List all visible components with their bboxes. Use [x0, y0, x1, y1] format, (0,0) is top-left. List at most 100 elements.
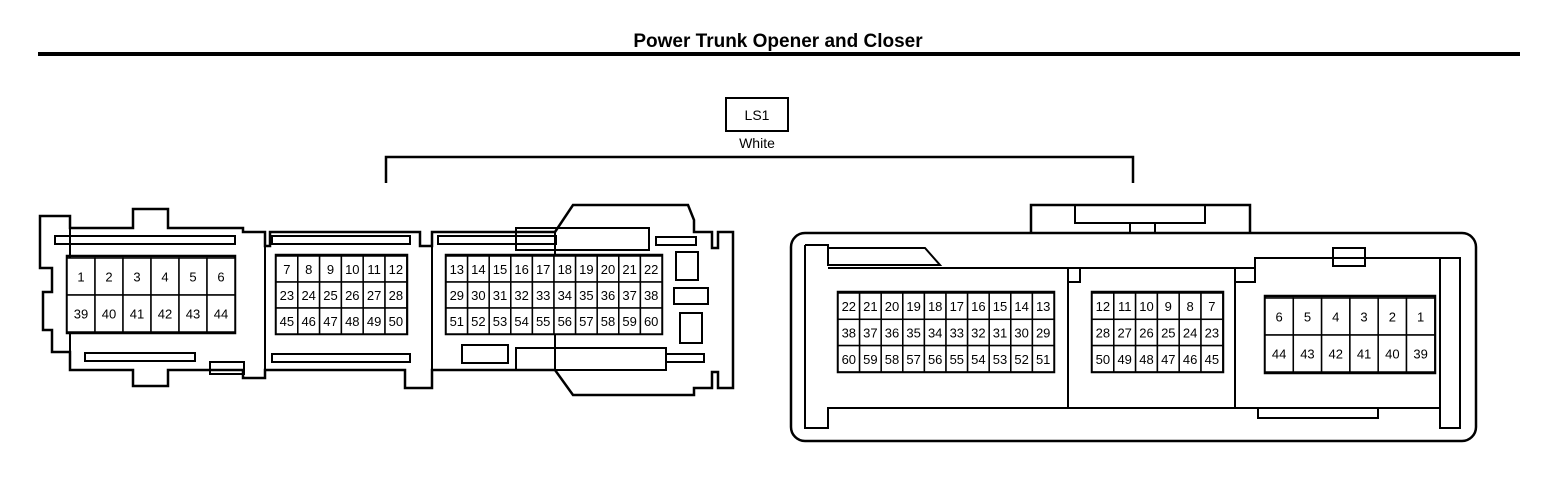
- pin-number: 58: [601, 314, 615, 329]
- pin-number: 12: [389, 262, 403, 277]
- pin-number: 56: [558, 314, 572, 329]
- pin-cell: [1292, 297, 1323, 336]
- pin-number: 54: [514, 314, 528, 329]
- pin-number: 36: [885, 325, 899, 340]
- pin-number: 55: [536, 314, 550, 329]
- pin-cell: [639, 307, 663, 335]
- pin-number: 13: [1036, 299, 1050, 314]
- pin-number: 43: [186, 307, 200, 322]
- pin-number: 23: [1205, 325, 1219, 340]
- pin-number: 20: [885, 299, 899, 314]
- pin-number: 35: [906, 325, 920, 340]
- pin-number: 32: [971, 325, 985, 340]
- pin-number: 37: [863, 325, 877, 340]
- pin-number: 27: [1117, 325, 1131, 340]
- pin-number: 20: [601, 262, 615, 277]
- pin-number: 14: [471, 262, 485, 277]
- pin-number: 46: [1183, 352, 1197, 367]
- pin-number: 23: [280, 288, 294, 303]
- pin-number: 47: [323, 314, 337, 329]
- pin-cell: [206, 294, 236, 333]
- pin-number: 22: [644, 262, 658, 277]
- pin-number: 4: [1332, 310, 1339, 325]
- pin-number: 8: [305, 262, 312, 277]
- pin-number: 24: [301, 288, 315, 303]
- pin-number: 10: [345, 262, 359, 277]
- pin-number: 29: [450, 288, 464, 303]
- pin-number: 56: [928, 352, 942, 367]
- pin-number: 13: [450, 262, 464, 277]
- pin-number: 43: [1300, 347, 1314, 362]
- pin-number: 26: [1139, 325, 1153, 340]
- right-connector-housing: [789, 203, 1478, 443]
- pin-cell: [384, 307, 408, 335]
- pin-number: 52: [471, 314, 485, 329]
- pin-number: 2: [1389, 310, 1396, 325]
- pin-cell: [1377, 334, 1408, 373]
- pin-number: 54: [971, 352, 985, 367]
- pin-cell: [1405, 334, 1436, 373]
- pin-cell: [1349, 297, 1379, 336]
- pin-number: 17: [950, 299, 964, 314]
- pin-number: 49: [1117, 352, 1131, 367]
- pin-number: 31: [993, 325, 1007, 340]
- pin-cell: [1264, 334, 1295, 373]
- pin-number: 5: [1304, 310, 1311, 325]
- pin-number: 21: [622, 262, 636, 277]
- pin-number: 30: [1014, 325, 1028, 340]
- pin-number: 18: [558, 262, 572, 277]
- pin-number: 48: [345, 314, 359, 329]
- pin-number: 39: [74, 307, 88, 322]
- pin-number: 52: [1014, 352, 1028, 367]
- pin-number: 51: [450, 314, 464, 329]
- pin-number: 22: [842, 299, 856, 314]
- pin-number: 32: [514, 288, 528, 303]
- pin-number: 6: [1276, 310, 1283, 325]
- pin-number: 12: [1096, 299, 1110, 314]
- pin-number: 60: [842, 352, 856, 367]
- pin-number: 16: [971, 299, 985, 314]
- pin-cell: [150, 294, 180, 333]
- pin-number: 51: [1036, 352, 1050, 367]
- pin-number: 28: [1096, 325, 1110, 340]
- pin-number: 18: [928, 299, 942, 314]
- pin-cell: [66, 294, 96, 333]
- pin-cell: [1320, 297, 1351, 336]
- pin-cell: [1292, 334, 1323, 373]
- pin-number: 45: [280, 314, 294, 329]
- pin-number: 33: [536, 288, 550, 303]
- pin-number: 11: [367, 262, 381, 277]
- pin-number: 19: [906, 299, 920, 314]
- pin-cell: [1264, 297, 1295, 336]
- pin-number: 60: [644, 314, 658, 329]
- pin-cell: [1200, 344, 1224, 373]
- pin-number: 38: [644, 288, 658, 303]
- pin-number: 1: [1417, 310, 1424, 325]
- page-title: Power Trunk Opener and Closer: [633, 31, 923, 52]
- pin-number: 57: [906, 352, 920, 367]
- pin-number: 9: [1165, 299, 1172, 314]
- pin-number: 16: [514, 262, 528, 277]
- pin-number: 33: [950, 325, 964, 340]
- pin-number: 59: [622, 314, 636, 329]
- pin-number: 59: [863, 352, 877, 367]
- pin-number: 7: [1208, 299, 1215, 314]
- pin-cell: [178, 294, 208, 333]
- pin-number: 42: [158, 307, 172, 322]
- pin-number: 48: [1139, 352, 1153, 367]
- pin-number: 40: [1385, 347, 1399, 362]
- pin-number: 35: [579, 288, 593, 303]
- pin-number: 50: [1096, 352, 1110, 367]
- pin-number: 38: [842, 325, 856, 340]
- pin-number: 2: [105, 270, 112, 285]
- pin-number: 44: [214, 307, 228, 322]
- connector-code: LS1: [745, 107, 770, 123]
- pin-number: 24: [1183, 325, 1197, 340]
- pin-number: 53: [493, 314, 507, 329]
- pin-number: 28: [389, 288, 403, 303]
- pin-cell: [1349, 334, 1379, 373]
